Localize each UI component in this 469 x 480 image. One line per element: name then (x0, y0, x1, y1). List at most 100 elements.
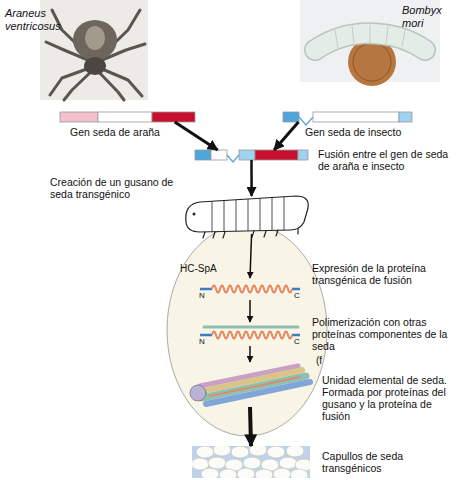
cocoon (255, 469, 273, 478)
node-label: HC-SpA (180, 263, 240, 275)
fusion-protein (200, 286, 300, 293)
caterpillar-body (186, 196, 308, 232)
body-segment (224, 201, 225, 232)
gene-segment (60, 112, 98, 122)
flow-arrow (250, 160, 253, 196)
caterpillar-segments (212, 197, 284, 232)
caterpillar-drawing (186, 196, 308, 238)
cocoon-photo: Capullos de seda transgénicos (192, 446, 310, 478)
cocoon (286, 446, 304, 457)
node-label: Gen seda de araña (70, 126, 190, 138)
spider-cephalothorax (84, 57, 106, 75)
bundle-helix (210, 377, 300, 396)
worm-segment (335, 30, 338, 48)
node-label: Creación de un gusano de seda transgénic… (50, 176, 175, 200)
cocoon (208, 457, 226, 469)
caterpillar-leg (203, 232, 205, 238)
cocoon (279, 457, 297, 469)
worm-segment (370, 25, 371, 43)
cocoon (273, 468, 291, 478)
caterpillar-leg (213, 232, 215, 238)
gene-segment (239, 150, 255, 160)
silk-unit: Unidad elemental de seda. Formada por pr… (185, 362, 315, 407)
gene-segment (195, 150, 211, 160)
cocoon (196, 446, 214, 458)
flow-arrow (249, 346, 251, 362)
worm-segment (352, 26, 354, 44)
gene-segment (313, 112, 399, 122)
abdomen-pattern (85, 26, 105, 50)
cocoon (243, 457, 261, 469)
gene-segment (283, 112, 299, 122)
caterpillar-eye (193, 213, 196, 216)
protein-step: Polimerización con otras proteínas compo… (198, 322, 302, 346)
spider-gene (60, 112, 195, 122)
gene-segment (255, 150, 298, 160)
species-photo: Araneus ventricosus (40, 0, 148, 100)
caterpillar-leg (297, 228, 298, 234)
cocoon (249, 446, 267, 456)
gene-segment (98, 112, 152, 122)
species-photo: Bombyx mori (300, 0, 440, 82)
spider-abdomen (73, 20, 117, 60)
worm-segments (335, 25, 405, 48)
cut-off-text: (f (316, 356, 322, 366)
protein-helix (212, 286, 292, 293)
insect-gene (283, 112, 412, 125)
node-label: Gen seda de insecto (305, 126, 435, 138)
spider-legs (46, 10, 145, 100)
node-label: Araneus ventricosus (5, 7, 71, 32)
node-label: Unidad elemental de seda. Formada por pr… (322, 374, 457, 422)
body-segment (248, 199, 249, 231)
node-label: Fusión entre el gen de seda de araña e i… (318, 148, 453, 172)
photo-background (40, 0, 148, 100)
flow-arrow (249, 300, 251, 322)
cocoon (267, 446, 285, 458)
caterpillar-leg (252, 231, 254, 237)
caterpillar-legs (203, 228, 298, 238)
caterpillar-leg (276, 230, 278, 236)
protein-helix (212, 332, 292, 339)
cocoon (219, 469, 237, 478)
transgenic-worm: Creación de un gusano de seda transgénic… (183, 196, 310, 234)
protein-step: HC-SpAExpresión de la proteína transgéni… (198, 278, 302, 300)
fusion-gene (195, 150, 308, 162)
spider-photo (40, 0, 148, 100)
gene-bar: Gen seda de insecto (283, 112, 412, 122)
penny-rim (353, 43, 391, 81)
caterpillar-leg (264, 231, 266, 237)
cocoon (231, 446, 249, 458)
gene-intron (299, 117, 313, 125)
protein-polymer (200, 327, 300, 339)
worm-segment (402, 30, 405, 47)
cocoon (201, 468, 219, 478)
body-segment (236, 200, 237, 231)
terminus-letter: N (199, 338, 205, 346)
gene-intron (227, 155, 239, 162)
gene-segment (298, 150, 308, 160)
terminus-letter: C (294, 338, 300, 346)
body-segment (284, 197, 285, 230)
gene-segment (152, 112, 195, 122)
cocoon (290, 469, 308, 478)
gland-oval (167, 224, 327, 436)
cocoon (213, 446, 231, 456)
silk-bundle (190, 366, 310, 404)
gene-bar: Gen seda de araña (60, 112, 195, 122)
node-description: Expresión de la proteína transgénica de … (312, 262, 447, 286)
terminus-letter: C (294, 292, 300, 300)
cocoon (237, 468, 255, 478)
node-label: Bombyx mori (402, 4, 450, 29)
cocoon-photo (191, 444, 313, 480)
gene-segment (399, 112, 412, 122)
body-segment (260, 198, 261, 230)
flow-arrow (250, 234, 252, 278)
body-segment (212, 201, 213, 231)
flow-arrow (175, 122, 218, 150)
fusion-gene-bar: Fusión entre el gen de seda de araña e i… (195, 150, 308, 160)
partner-protein (204, 326, 298, 329)
